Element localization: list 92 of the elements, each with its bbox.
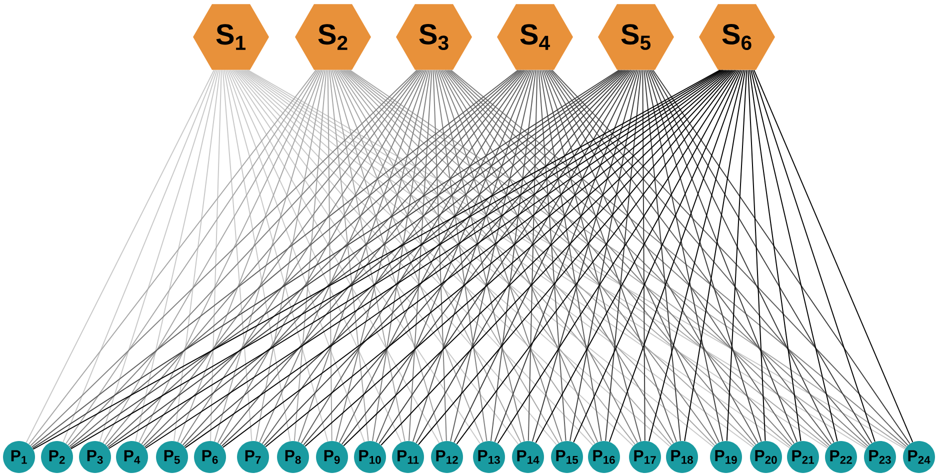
connector-line (644, 70, 681, 442)
connector-line (752, 70, 876, 442)
connector-line (300, 70, 529, 444)
connector-line (436, 70, 525, 442)
connector-line (330, 70, 406, 442)
connector-line (332, 70, 443, 442)
connector-line (540, 70, 602, 442)
connector-line (222, 70, 252, 442)
connector-line (497, 70, 738, 444)
connector-line (538, 70, 566, 442)
connector-line (294, 70, 327, 442)
circle-node: P$_{10}$ (354, 441, 386, 473)
circle-node: P$_{23}$ (864, 441, 896, 473)
connector-line (437, 70, 562, 442)
connector-line (438, 70, 598, 443)
connector-line (642, 70, 646, 442)
circle-node: P$_{15}$ (551, 441, 583, 473)
connector-line (138, 70, 321, 443)
connector-line (608, 70, 743, 442)
hexagon-node: S$_{3}$ (396, 4, 472, 70)
connector-line (652, 70, 910, 444)
connector-line (490, 70, 536, 442)
connector-line (412, 70, 534, 442)
connector-line (684, 70, 746, 442)
connector-line (372, 70, 431, 442)
hexagon-node: S$_{2}$ (295, 4, 371, 70)
connector-line (648, 70, 744, 442)
connector-line (102, 70, 320, 444)
connector-line (210, 70, 222, 442)
connector-line (749, 70, 802, 442)
circle-node: P$_{2}$ (41, 441, 73, 473)
hexagon-node: S$_{5}$ (598, 4, 674, 70)
circle-node: P$_{3}$ (79, 441, 111, 473)
connector-line (605, 70, 642, 442)
circle-node: P$_{18}$ (666, 441, 698, 473)
connector-line (226, 70, 365, 442)
connector-line (750, 70, 838, 442)
circle-node: P$_{17}$ (629, 441, 661, 473)
connector-line (748, 70, 766, 442)
circle-node: P$_{7}$ (237, 441, 269, 473)
circle-node: P$_{6}$ (194, 441, 226, 473)
connector-line (228, 70, 402, 443)
connector-line (494, 70, 638, 442)
circle-node: P$_{22}$ (825, 441, 857, 473)
connector-line (434, 70, 488, 442)
circle-node: P$_{14}$ (512, 441, 544, 473)
connector-line (646, 70, 762, 442)
connector-line (255, 70, 326, 442)
connector-line (648, 70, 798, 442)
connector-line (528, 70, 538, 442)
connector-line (335, 70, 430, 442)
circle-node: P$_{11}$ (392, 441, 424, 473)
connector-line (135, 70, 219, 442)
connector-line (62, 70, 216, 442)
circle-node: P$_{24}$ (903, 441, 935, 473)
connector-line (224, 70, 291, 442)
circle-node: P$_{20}$ (750, 441, 782, 473)
circle-node: P$_{1}$ (3, 441, 36, 473)
connector-line (651, 70, 872, 444)
connector-line (26, 70, 215, 444)
hexagon-node: S$_{6}$ (699, 4, 775, 70)
hexagon-node: S$_{1}$ (193, 4, 269, 70)
connector-line (573, 70, 742, 443)
connector-line (450, 70, 535, 442)
circle-node: P$_{9}$ (316, 441, 348, 473)
connector-line (754, 70, 914, 443)
connector-line (174, 70, 220, 442)
connector-line (726, 70, 748, 442)
connector-line (542, 70, 678, 442)
circle-node: P$_{12}$ (431, 441, 463, 473)
connector-line (376, 70, 532, 443)
connector-line (177, 70, 322, 442)
connector-line (333, 70, 484, 442)
connector-line (570, 70, 640, 442)
circle-node: P$_{16}$ (588, 441, 620, 473)
hexagon-node: S$_{4}$ (497, 4, 573, 70)
connector-line (99, 70, 218, 442)
circle-node: P$_{4}$ (116, 441, 148, 473)
circle-node: P$_{21}$ (787, 441, 819, 473)
circle-node: P$_{13}$ (473, 441, 505, 473)
connector-line (328, 70, 369, 442)
connector-line (298, 70, 428, 442)
connector-line (442, 70, 674, 444)
connector-line (327, 70, 332, 442)
connector-line (408, 70, 432, 442)
connector-line (259, 70, 426, 443)
circle-node: P$_{19}$ (710, 441, 742, 473)
circle-node: P$_{5}$ (156, 441, 188, 473)
circle-node: P$_{8}$ (277, 441, 309, 473)
connector-line (432, 70, 447, 442)
connector-line (645, 70, 724, 442)
connector-line (650, 70, 834, 443)
